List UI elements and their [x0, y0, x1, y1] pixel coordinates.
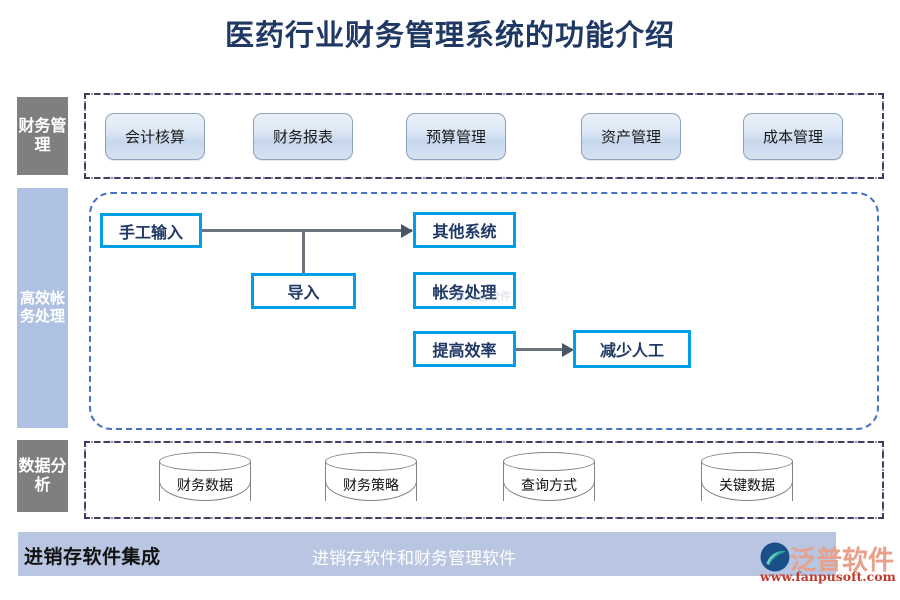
flow-box-reduce-manpower[interactable]: 减少人工 — [573, 330, 691, 368]
cylinder-top — [159, 452, 251, 471]
brand-logo[interactable]: 泛普软件 www.fanpusoft.com — [758, 538, 898, 588]
flow-label: 帐务处理 — [432, 282, 497, 302]
footer-left-label: 进销存软件集成 — [24, 546, 161, 568]
footer-bar — [18, 532, 836, 576]
connector-manual-to-other-system — [202, 229, 412, 232]
flow-label: 减少人工 — [599, 341, 664, 360]
cylinder-top — [701, 452, 793, 471]
connector-import-branch — [302, 229, 305, 274]
module-box-accounting[interactable]: 会计核算 — [105, 113, 205, 160]
cylinder-key-data[interactable]: 关键数据 — [701, 452, 793, 510]
arrow-head-to-reduce-manpower — [562, 342, 574, 357]
flow-label: 提高效率 — [432, 341, 497, 360]
module-box-cost-management[interactable]: 成本管理 — [743, 113, 843, 160]
module-label: 会计核算 — [124, 128, 185, 146]
module-label: 预算管理 — [425, 128, 486, 146]
flow-box-manual-input[interactable]: 手工输入 — [100, 213, 202, 248]
cylinder-label: 关键数据 — [719, 478, 775, 494]
module-label: 资产管理 — [600, 128, 661, 146]
category-label: 财务管理 — [18, 116, 67, 154]
module-label: 财务报表 — [272, 128, 333, 146]
cylinder-financial-strategy[interactable]: 财务策略 — [325, 452, 417, 510]
connector-efficiency-to-manpower — [512, 348, 572, 351]
cylinder-top — [325, 452, 417, 471]
cylinder-label: 查询方式 — [521, 478, 577, 494]
category-chip-efficient-accounting: 高效帐务处理 — [17, 188, 68, 428]
cylinder-label: 财务数据 — [177, 478, 233, 494]
category-label: 数据分析 — [18, 456, 67, 494]
page-title: 医药行业财务管理系统的功能介绍 — [224, 18, 675, 52]
flow-label: 其他系统 — [432, 222, 497, 241]
logo-url-text: www.fanpusoft.com — [760, 569, 896, 584]
flow-box-import[interactable]: 导入 — [251, 273, 356, 309]
footer-center-label: 进销存软件和财务管理软件 — [312, 549, 516, 569]
arrow-head-to-other-system — [401, 223, 413, 238]
flow-label: 导入 — [287, 283, 320, 302]
category-chip-finance: 财务管理 — [17, 97, 68, 175]
category-chip-data-analysis: 数据分析 — [17, 440, 68, 512]
category-label: 高效帐务处理 — [19, 289, 65, 325]
cylinder-label: 财务策略 — [343, 478, 399, 494]
fanpu-logo-icon — [760, 542, 790, 572]
flow-box-account-processing[interactable]: 帐务处理 — [413, 272, 516, 309]
flow-box-other-system[interactable]: 其他系统 — [413, 212, 516, 248]
module-label: 成本管理 — [762, 128, 823, 146]
module-box-asset-management[interactable]: 资产管理 — [581, 113, 681, 160]
flow-box-improve-efficiency[interactable]: 提高效率 — [413, 331, 516, 367]
logo-brand-text: 泛普软件 — [790, 546, 895, 576]
cylinder-financial-data[interactable]: 财务数据 — [159, 452, 251, 510]
module-box-budget-management[interactable]: 预算管理 — [406, 113, 506, 160]
cylinder-query-method[interactable]: 查询方式 — [503, 452, 595, 510]
cylinder-top — [503, 452, 595, 471]
module-box-financial-statements[interactable]: 财务报表 — [253, 113, 353, 160]
flow-label: 手工输入 — [118, 222, 183, 242]
